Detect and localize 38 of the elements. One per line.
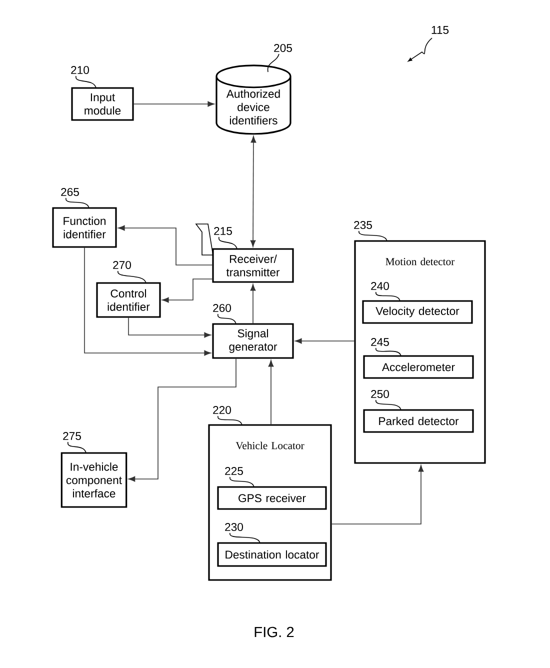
database-cylinder: Authorized device identifiers	[216, 64, 292, 135]
reference-numeral: 240	[371, 282, 400, 302]
arrow	[133, 101, 214, 107]
block-box: In-vehicle component interface	[60, 452, 128, 508]
block-box: Parked detector	[363, 409, 474, 433]
reference-numeral: 260	[213, 304, 236, 324]
reference-numeral: 235	[354, 221, 388, 242]
reference-numeral: 265	[61, 188, 90, 208]
block-box: Receiver/ transmitter	[212, 248, 294, 283]
arrow	[128, 317, 211, 338]
reference-numeral: 230	[225, 523, 260, 544]
arrow	[268, 360, 274, 425]
arrow	[295, 338, 355, 344]
arrow	[84, 247, 211, 356]
block-box: Function identifier	[52, 207, 117, 248]
reference-numeral: 250	[371, 390, 402, 410]
arrow	[162, 278, 213, 303]
arrow	[250, 284, 256, 324]
reference-numeral: 245	[371, 338, 402, 356]
block-box: Control identifier	[96, 282, 161, 318]
block-box: Accelerometer	[363, 355, 474, 379]
figure-caption: FIG. 2	[254, 626, 294, 638]
arrow	[118, 225, 213, 266]
reference-numeral: 270	[113, 261, 146, 284]
reference-numeral: 225	[225, 467, 254, 488]
arrow	[250, 136, 256, 247]
block-box: Velocity detector	[362, 300, 473, 324]
reference-numeral: 220	[213, 406, 242, 426]
block-box: Input module	[71, 87, 134, 121]
reference-numeral: 215	[214, 227, 238, 250]
block-box: Signal generator	[212, 323, 294, 359]
block-box: Destination locator	[217, 542, 327, 567]
reference-numeral: 210	[71, 66, 96, 88]
reference-numeral: 275	[63, 432, 86, 454]
arrow	[331, 465, 424, 524]
arrow	[128, 358, 236, 482]
block-box: GPS receiver	[217, 486, 327, 510]
reference-numeral: 115	[432, 26, 449, 34]
